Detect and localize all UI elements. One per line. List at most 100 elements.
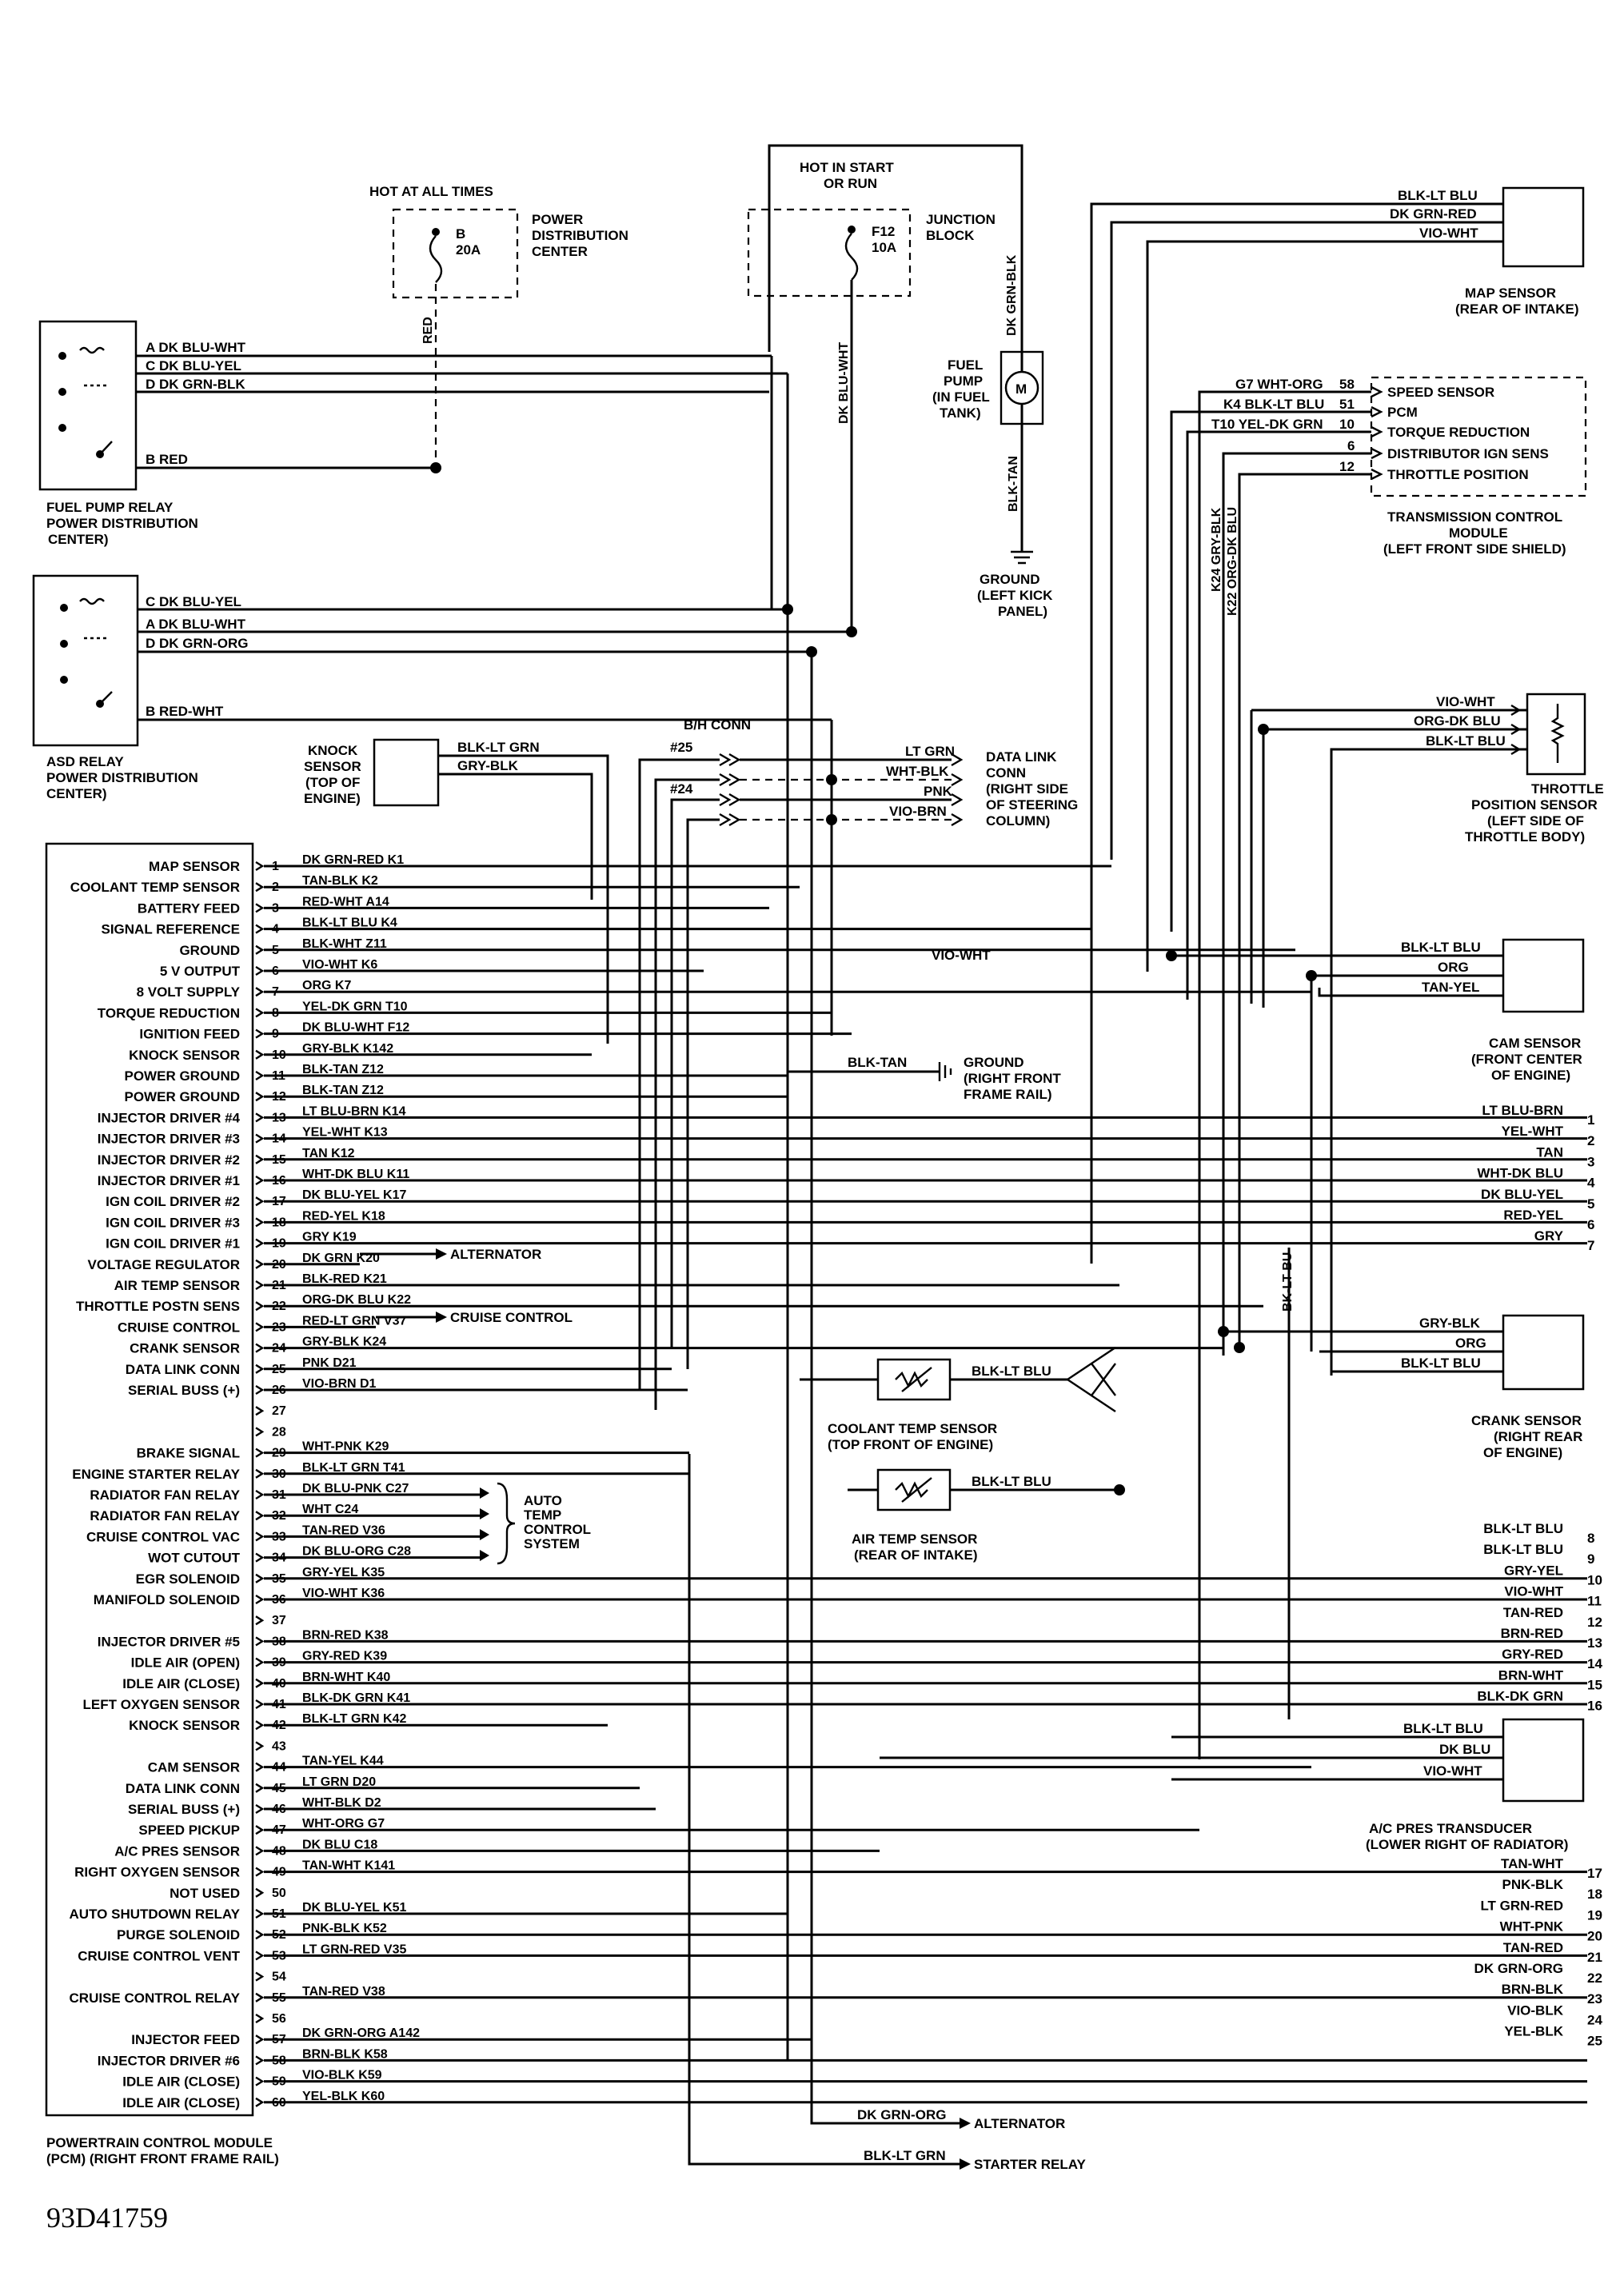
tps-label-3: (LEFT SIDE OF [1487, 813, 1584, 829]
ground-frame-rail: BLK-TAN GROUND (RIGHT FRONT FRAME RAIL) [788, 1055, 1061, 1102]
right-pin-number: 25 [1587, 2034, 1602, 2049]
alternator-label: ALTERNATOR [450, 1247, 541, 1262]
fpr-wire-b: B RED [146, 452, 188, 467]
tcm-vert-wire-1: K24 GRY-BLK [1210, 507, 1223, 592]
fpr-wire-c: C DK BLU-YEL [146, 358, 241, 373]
pcm-pin-name: DATA LINK CONN [126, 1781, 240, 1796]
right-pin-number: 21 [1587, 1950, 1602, 1965]
dlc-label-2: CONN [986, 765, 1026, 781]
pcm-pin-connector-icon [255, 1447, 265, 1458]
pcm-pin-name: A/C PRES SENSOR [114, 1843, 240, 1859]
pcm-pin-name: POWER GROUND [125, 1068, 241, 1084]
tcm-item-pcm: PCM [1387, 405, 1418, 420]
tps-wire-3: BLK-LT BLU [1426, 733, 1506, 749]
pcm-pin-wire-label: WHT-DK BLU K11 [302, 1168, 409, 1181]
pcm-pin-connector-icon [255, 1364, 265, 1374]
right-wire-label: DK GRN-ORG [1474, 1961, 1563, 1976]
right-pin-number: 10 [1587, 1572, 1602, 1587]
tcm-vert-wire-2: K22 ORG-DK BLU [1226, 507, 1239, 616]
pcm-pin-connector-icon [255, 1867, 265, 1877]
tcm-pin-6: 6 [1347, 438, 1355, 453]
pcm-pin-name: AIR TEMP SENSOR [114, 1278, 240, 1293]
pcm-pin-connector-icon [255, 987, 265, 997]
crank-label-3: OF ENGINE) [1483, 1445, 1562, 1460]
right-wire-label: TAN-RED [1503, 1940, 1563, 1955]
pcm-pin-connector-icon [255, 1573, 265, 1583]
pcm-pin-connector-icon [255, 1196, 265, 1207]
pcm-pin-name: THROTTLE POSTN SENS [76, 1299, 240, 1314]
pcm-pin-connector-icon [255, 1615, 265, 1626]
ac-wire-2: DK BLU [1439, 1742, 1490, 1757]
fuel-pump-relay: A DK BLU-WHT C DK BLU-YEL D DK GRN-BLK B… [38, 320, 788, 547]
crank-wire-1: GRY-BLK [1419, 1316, 1481, 1331]
fpr-wire-a: A DK BLU-WHT [146, 340, 246, 355]
pcm-pin-connector-icon [255, 1489, 265, 1500]
pcm-pin-name: COOLANT TEMP SENSOR [70, 880, 240, 895]
pcm-pin-connector-icon [255, 1238, 265, 1248]
pcm-pin-number: 43 [272, 1739, 286, 1753]
right-wire-label: BRN-RED [1501, 1626, 1563, 1641]
right-wire-label: DK BLU-YEL [1481, 1187, 1563, 1202]
right-wire-label: PNK-BLK [1502, 1877, 1564, 1892]
tcm-wire-3: T10 YEL-DK GRN [1211, 417, 1323, 432]
tcm-pin-58: 58 [1339, 377, 1355, 392]
right-wire-label: GRY-RED [1502, 1647, 1563, 1662]
ground-kick-label-3: PANEL) [998, 604, 1047, 619]
right-pin-number: 22 [1587, 1971, 1602, 1986]
dkgrn-blk-wire-label: DK GRN-BLK [1005, 254, 1019, 336]
pcm-pin-wire-label: YEL-DK GRN T10 [302, 1000, 408, 1013]
ground-icon [1011, 550, 1033, 565]
right-pin-number: 18 [1587, 1887, 1602, 1902]
pcm-pin-name: INJECTOR FEED [131, 2032, 240, 2047]
pdc-label-3: CENTER [532, 244, 588, 259]
pcm-pin-wire-label: WHT-BLK D2 [302, 1796, 381, 1810]
pcm-pin-name: AUTO SHUTDOWN RELAY [70, 1907, 241, 1922]
right-wire-label: BRN-BLK [1502, 1982, 1564, 1997]
pcm-pin-connector-icon [255, 1175, 265, 1186]
knock-sensor: KNOCK SENSOR (TOP OF ENGINE) BLK-LT GRN … [304, 738, 609, 1044]
pcm-pin-connector-icon [255, 1741, 265, 1751]
dlc-wire-2: WHT-BLK [886, 764, 949, 779]
pcm-pin-connector-icon [255, 903, 265, 913]
motor-symbol: M [1015, 381, 1027, 397]
pcm-pin-connector-icon [255, 1657, 265, 1667]
pcm-pin-name: IGN COIL DRIVER #2 [106, 1194, 240, 1209]
pcm-pin-name: INJECTOR DRIVER #3 [98, 1132, 240, 1147]
dkblu-wht-wire-label: DK BLU-WHT [837, 342, 851, 424]
pcm-pin-wire-label: BLK-WHT Z11 [302, 937, 387, 951]
right-wire-label: VIO-BLK [1507, 2002, 1564, 2018]
right-pin-number: 5 [1587, 1196, 1594, 1212]
right-pin-number: 15 [1587, 1677, 1602, 1692]
pcm-pin-connector-icon [255, 944, 265, 955]
pcm-pin-connector-icon [255, 1028, 265, 1039]
pcm-pin-connector-icon [255, 1070, 265, 1081]
pcm-pin-connector-icon [255, 1992, 265, 2002]
right-wire-label: BLK-LT BLU [1483, 1521, 1563, 1536]
pcm-pin-wire-label: BLK-RED K21 [302, 1272, 387, 1286]
pcm-label-1: POWERTRAIN CONTROL MODULE [46, 2135, 273, 2150]
knock-label-2: SENSOR [304, 759, 361, 774]
pcm-pin-name: MANIFOLD SOLENOID [94, 1592, 240, 1607]
tps-label-2: POSITION SENSOR [1471, 797, 1598, 813]
pcm-pin-wire-label: BLK-LT GRN T41 [302, 1461, 405, 1475]
hot-start-run-1: HOT IN START [800, 160, 894, 175]
pcm-pin-number: 28 [272, 1425, 286, 1439]
right-wire-label: WHT-PNK [1500, 1919, 1564, 1935]
ground-kick-label-2: (LEFT KICK [977, 588, 1053, 603]
pcm-pin-connector-icon [255, 1762, 265, 1772]
vio-wht-mid-label: VIO-WHT [932, 948, 991, 963]
dlc-label-3: (RIGHT SIDE [986, 781, 1068, 797]
pcm-pin-wire-label: GRY K19 [302, 1231, 357, 1244]
dlc-wire-1: LT GRN [905, 744, 955, 759]
throttle-position-sensor: VIO-WHT ORG-DK BLU BLK-LT BLU THROTTLE P… [1250, 693, 1604, 1376]
asd-wire-b: B RED-WHT [146, 704, 224, 719]
pin-24-label: #24 [670, 781, 693, 797]
right-wire-label: BLK-LT BLU [1483, 1542, 1563, 1557]
right-wire-label: BLK-DK GRN [1477, 1689, 1563, 1704]
red-wire-label: RED [421, 317, 435, 344]
pcm-pin-connector-icon [255, 1049, 265, 1060]
pcm-pin-name: EGR SOLENOID [136, 1571, 240, 1587]
tcm-item-throttle-position: THROTTLE POSITION [1387, 467, 1529, 482]
pcm-pin-name: BRAKE SIGNAL [137, 1446, 240, 1461]
tcm-item-distributor: DISTRIBUTOR IGN SENS [1387, 446, 1549, 461]
